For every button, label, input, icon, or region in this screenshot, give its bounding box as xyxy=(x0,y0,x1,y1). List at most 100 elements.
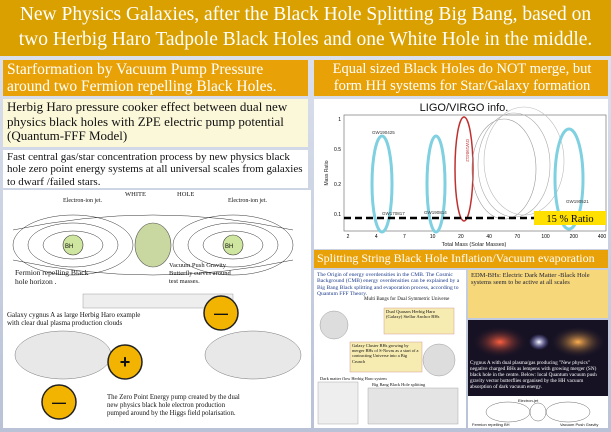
butterfly-lines xyxy=(485,401,591,423)
fermion-label-2: hole horizon . xyxy=(15,277,57,286)
plus-sign: + xyxy=(120,352,131,372)
y-ticks: 1 0.5 0.2 0.1 xyxy=(334,117,341,218)
x-tick-label: 40 xyxy=(486,234,492,240)
butterfly-diagram-bg xyxy=(468,396,608,428)
dual-quasar-box xyxy=(383,307,455,335)
left-illustration-svg: BH BH Electron-ion jet. Electron-ion jet… xyxy=(7,191,302,420)
bh-right-label: BH xyxy=(225,244,233,250)
minus-sign-top: — xyxy=(214,305,228,321)
equal-sized-box: Equal sized Black Holes do NOT merge, bu… xyxy=(314,60,608,96)
splitting-box: Splitting String Black Hole Inflation/Va… xyxy=(314,250,608,268)
cluster-text: Galaxy Cluster BHs growing by merger BHs… xyxy=(352,343,419,364)
vortex-left xyxy=(14,330,112,380)
zpe-caption-2: new physics black hole electron producti… xyxy=(107,402,226,409)
chart-title: LIGO/VIRGO info. xyxy=(420,102,509,114)
x-tick-label: 400 xyxy=(598,234,607,240)
left-illustration: BH BH Electron-ion jet. Electron-ion jet… xyxy=(3,190,311,428)
starformation-box: Starformation by Vacuum Pump Pressure ar… xyxy=(3,60,308,96)
starformation-text: Starformation by Vacuum Pump Pressure ar… xyxy=(7,61,277,95)
cygnus-photo-caption: Cygnus A with dual plasma/gas producing … xyxy=(470,360,597,390)
bang-circle-2 xyxy=(422,343,456,377)
minus-circle-bottom xyxy=(41,384,77,420)
bh-left-label: BH xyxy=(65,244,73,250)
x-tick-label: 100 xyxy=(541,234,550,240)
series-label-gw190425: GW190425 xyxy=(372,130,395,135)
cyclic-diagram: Multi Bangs for Dual Symmetric Universe … xyxy=(317,297,459,425)
plot-frame xyxy=(343,114,607,232)
ratio-annotation: 15 % Ratio xyxy=(546,214,593,225)
cygnus-caption-2: with clear dual plasma production clouds xyxy=(7,319,123,327)
y-tick-label: 1 xyxy=(338,117,341,123)
x-tick-label: 7 xyxy=(403,234,406,240)
left-lobe xyxy=(472,326,528,358)
vacuum-label-3: test masses. xyxy=(169,278,200,285)
ligo-chart: LIGO/VIRGO info. GW190425 GW190814 GW190… xyxy=(314,99,608,249)
bb-splitting-image xyxy=(367,387,459,425)
dual-quasar-text: Dual Quasars Herbig Haro (Galaxy) Stella… xyxy=(386,309,440,320)
left-black-hole xyxy=(62,234,84,256)
y-tick-label: 0.2 xyxy=(334,182,341,188)
central-core xyxy=(529,334,549,350)
x-tick-label: 20 xyxy=(458,234,464,240)
page-title-banner: New Physics Galaxies, after the Black Ho… xyxy=(0,0,611,56)
posterior-cloud-3 xyxy=(483,106,565,216)
edm-box: EDM-BHs: Electric Dark Matter -Black Hol… xyxy=(468,270,608,318)
minus-circle-top xyxy=(203,295,239,331)
vortex-right xyxy=(204,330,302,380)
series-label-gw190521: GW190521 xyxy=(566,199,589,204)
fermion-bh-label: Fermion repelling BH xyxy=(472,422,510,427)
splitting-text: Splitting String Black Hole Inflation/Va… xyxy=(317,251,595,265)
x-tick-label: 2 xyxy=(347,234,350,240)
posterior-gw190412 xyxy=(454,116,474,222)
fermion-label-1: Fermion repelling Black xyxy=(15,268,89,277)
x-tick-label: 70 xyxy=(515,234,521,240)
x-tick-label: 10 xyxy=(430,234,436,240)
electron-jet-right: Electron-ion jet. xyxy=(228,198,267,204)
right-black-hole xyxy=(222,234,244,256)
right-lobe xyxy=(550,326,606,358)
posterior-gw190521 xyxy=(553,127,585,231)
y-tick-label: 0.5 xyxy=(334,147,341,153)
y-tick-label: 0.1 xyxy=(334,212,341,218)
vacuum-label-1: Vacuum Push Gravity xyxy=(169,262,227,269)
posterior-cloud-1 xyxy=(471,118,537,220)
cygnus-photo-svg: Cygnus A with dual plasma/gas producing … xyxy=(468,326,608,428)
posterior-gw190425 xyxy=(370,134,394,234)
cygnus-photo: Cygnus A with dual plasma/gas producing … xyxy=(468,320,608,428)
minus-sign-bottom: — xyxy=(52,394,66,410)
multi-bangs-label: Multi Bangs for Dual Symmetric Universe xyxy=(364,297,450,302)
bang-circle-1 xyxy=(319,310,349,340)
x-axis-label: Total Mass (Solar Masses) xyxy=(442,242,507,248)
y-axis-label: Mass Ratio xyxy=(324,160,330,185)
ligo-chart-svg: LIGO/VIRGO info. GW190425 GW190814 GW190… xyxy=(324,102,607,248)
dark-flow-image xyxy=(317,381,359,425)
series-label-gw190412: GW190412 xyxy=(465,139,470,162)
cluster-box xyxy=(349,341,423,373)
posterior-cloud-2 xyxy=(477,112,551,218)
vacuum-push-label: Vacuum Push Gravity xyxy=(560,422,598,427)
cyclic-text: The Origin of energy overdensities in th… xyxy=(317,272,460,298)
fast-central-text: Fast central gas/star concentration proc… xyxy=(7,151,303,188)
dark-flow-label: Dark matter flow Herbig Haro system xyxy=(320,376,387,381)
electron-jet-left: Electron-ion jet. xyxy=(63,198,102,204)
herbig-haro-text: Herbig Haro pressure cooker effect betwe… xyxy=(7,99,288,143)
series-label-gw170817: GW170817 xyxy=(382,211,405,216)
x-tick-label: 200 xyxy=(570,234,579,240)
hole-label: HOLE xyxy=(177,191,194,198)
page-title: New Physics Galaxies, after the Black Ho… xyxy=(4,2,607,52)
bb-splitting-label: Big Bang Black Hole splitting xyxy=(372,382,426,387)
zpe-caption-3: pumped around by the Higgs field polaris… xyxy=(107,410,236,417)
ratio-highlight xyxy=(534,211,606,225)
equal-sized-text: Equal sized Black Holes do NOT merge, bu… xyxy=(332,61,592,94)
central-cloud xyxy=(134,222,172,268)
herbig-haro-box: Herbig Haro pressure cooker effect betwe… xyxy=(3,99,308,147)
cygnus-caption-1: Galaxy cygnus A as large Herbig Haro exa… xyxy=(7,311,140,319)
title-line-2: two Herbig Haro Tadpole Black Holes and … xyxy=(18,29,593,50)
title-line-1: New Physics Galaxies, after the Black Ho… xyxy=(19,4,592,25)
field-lines xyxy=(12,214,294,276)
fast-central-box: Fast central gas/star concentration proc… xyxy=(3,150,308,188)
electron-jet-label: Electron-jet xyxy=(518,398,539,403)
cyclic-universe-panel: The Origin of energy overdensities in th… xyxy=(314,270,466,428)
series-label-gw190814: GW190814 xyxy=(424,210,447,215)
white-label: WHITE xyxy=(125,191,146,198)
